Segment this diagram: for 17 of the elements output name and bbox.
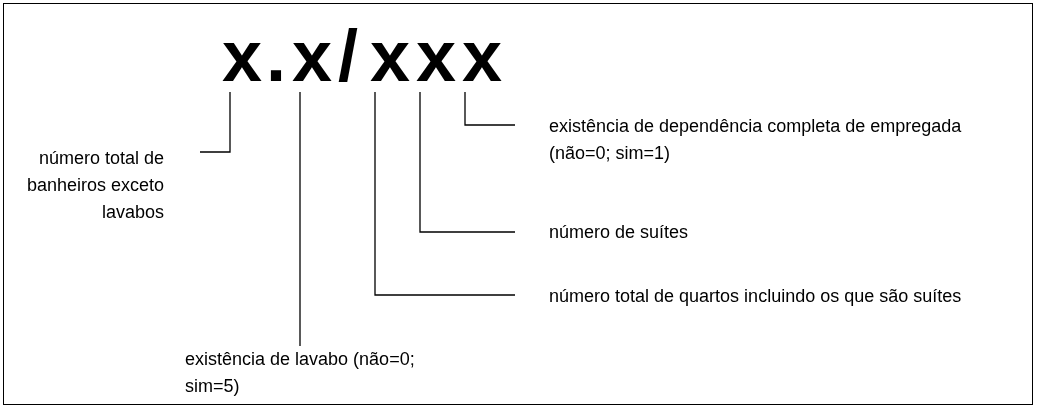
separator-character: / bbox=[338, 20, 358, 92]
leader-line bbox=[374, 91, 516, 296]
leader-line bbox=[199, 91, 231, 153]
description-text: existência de dependência completa de empregada (não=0; sim=1) bbox=[515, 113, 1020, 167]
description-text: número total de banheiros exceto lavabos bbox=[8, 145, 200, 226]
leader-line bbox=[419, 91, 516, 233]
description-text: número total de quartos incluindo os que são suítes bbox=[515, 283, 1020, 310]
leader-line bbox=[299, 91, 301, 347]
code-character: x bbox=[222, 20, 263, 92]
leader-line bbox=[464, 91, 516, 126]
description-text: número de suítes bbox=[515, 219, 1020, 246]
separator-character: . bbox=[266, 20, 286, 92]
code-character: x bbox=[292, 20, 333, 92]
code-character: x bbox=[416, 20, 457, 92]
code-character: x bbox=[370, 20, 411, 92]
description-text: existência de lavabo (não=0; sim=5) bbox=[185, 346, 445, 400]
code-character: x bbox=[462, 20, 503, 92]
